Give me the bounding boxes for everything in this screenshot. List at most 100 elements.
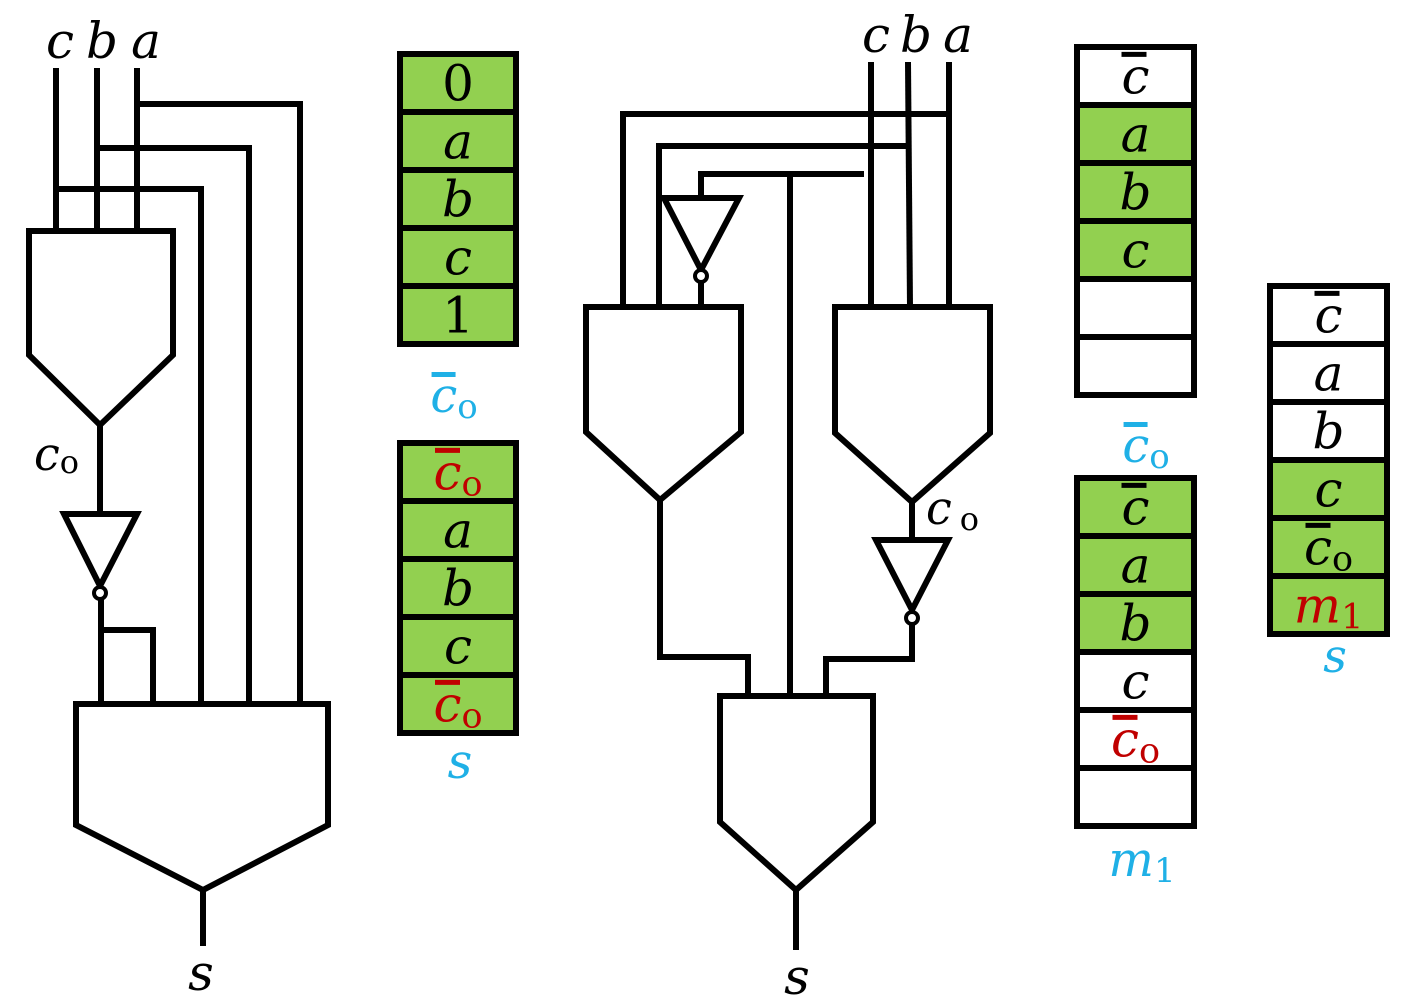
svg-text:co: co [430, 368, 477, 427]
cell-label: c [1314, 286, 1342, 344]
svg-text:s: s [1323, 629, 1347, 683]
svg-text:a: a [1314, 344, 1344, 402]
table-caption: s [448, 734, 473, 790]
svg-text:c: c [444, 617, 472, 675]
table-cell [397, 498, 519, 562]
svg-text:co: co [1111, 710, 1160, 771]
cell-label: c [444, 617, 472, 675]
svg-text:co: co [433, 675, 482, 736]
input-label-a: a [943, 6, 973, 64]
cell-label: a [1121, 536, 1151, 594]
wire-branch-c [56, 186, 204, 704]
cell-label: b [442, 170, 474, 228]
inverter-triangle [871, 537, 953, 617]
svg-text:b: b [442, 559, 474, 617]
wire-branch-b [97, 145, 252, 704]
inverter-triangle [59, 511, 142, 593]
table-caption: s [1323, 629, 1347, 683]
svg-text:c: c [1314, 460, 1342, 518]
circuit-left: c b a co s [26, 12, 331, 1002]
wire-branch-c [698, 171, 864, 199]
table-cell [1074, 276, 1197, 340]
table-cell [1267, 573, 1390, 637]
cell-label: c [1121, 652, 1149, 710]
cell-label: a [1121, 105, 1151, 163]
svg-text:b: b [1312, 402, 1344, 460]
svg-text:a: a [1121, 105, 1151, 163]
cell-label: c [1121, 221, 1149, 279]
table-caption: m1 [1108, 832, 1175, 891]
svg-text:a: a [443, 501, 473, 559]
majority-gate-m1 [583, 304, 744, 504]
table-cell [1074, 102, 1197, 166]
svg-text:m1: m1 [1294, 576, 1364, 637]
cell-label: c [1121, 47, 1149, 105]
cell-label: a [443, 112, 473, 170]
cell-label: 1 [442, 286, 474, 344]
cell-label: b [1119, 163, 1151, 221]
output-gate [73, 701, 331, 894]
input-label-c: c [46, 12, 74, 70]
output-label: s [784, 948, 810, 1004]
cell-label: b [1312, 402, 1344, 460]
cell-label: co [433, 443, 482, 504]
svg-text:c: c [1314, 286, 1342, 344]
svg-text:co: co [433, 443, 482, 504]
cell-label: co [433, 675, 482, 736]
table-cell [397, 672, 519, 736]
cell-label: a [443, 501, 473, 559]
svg-text:co: co [1122, 418, 1169, 477]
table-cell [1267, 457, 1390, 521]
svg-text:c: c [1121, 47, 1149, 105]
table-cell [397, 167, 519, 231]
svg-text:b: b [1119, 163, 1151, 221]
input-label-b: b [900, 6, 932, 64]
svg-text:m1: m1 [1108, 832, 1175, 891]
table-cell [1267, 341, 1390, 405]
input-label-a: a [131, 12, 161, 70]
table-cell [397, 283, 519, 347]
svg-text:co: co [1304, 518, 1353, 579]
svg-text:b: b [442, 170, 474, 228]
svg-text:c: c [1121, 221, 1149, 279]
svg-text:a: a [443, 112, 473, 170]
cell-label: b [442, 559, 474, 617]
svg-text:b: b [1119, 594, 1151, 652]
svg-text:0: 0 [442, 54, 474, 112]
table-cell [1074, 334, 1197, 398]
cell-label: co [1304, 518, 1353, 579]
cell-label: c [444, 228, 472, 286]
majority-gate-carry [832, 304, 993, 507]
input-label-b: b [86, 12, 118, 70]
svg-text:s: s [448, 734, 473, 790]
wire-input-b [905, 61, 913, 308]
output-label: s [188, 944, 214, 1002]
inverter-bubble [693, 268, 709, 284]
wire-inv-loop [101, 627, 156, 704]
wire-branch-a [137, 101, 303, 704]
output-gate [717, 693, 876, 895]
svg-text:c: c [1121, 652, 1149, 710]
cell-label: a [1314, 344, 1344, 402]
table-caption: co [430, 368, 477, 427]
table-cell [1074, 765, 1197, 829]
carry-label: co [34, 427, 79, 481]
cell-label: co [1111, 710, 1160, 771]
svg-text:c: c [1121, 478, 1149, 536]
table-cell [397, 225, 519, 289]
table-cell [1074, 160, 1197, 224]
cell-label: c [1121, 478, 1149, 536]
inverter-triangle [659, 195, 744, 277]
inverter-bubble [904, 610, 920, 626]
wire-inv-out [823, 624, 915, 697]
svg-text:1: 1 [442, 286, 474, 344]
